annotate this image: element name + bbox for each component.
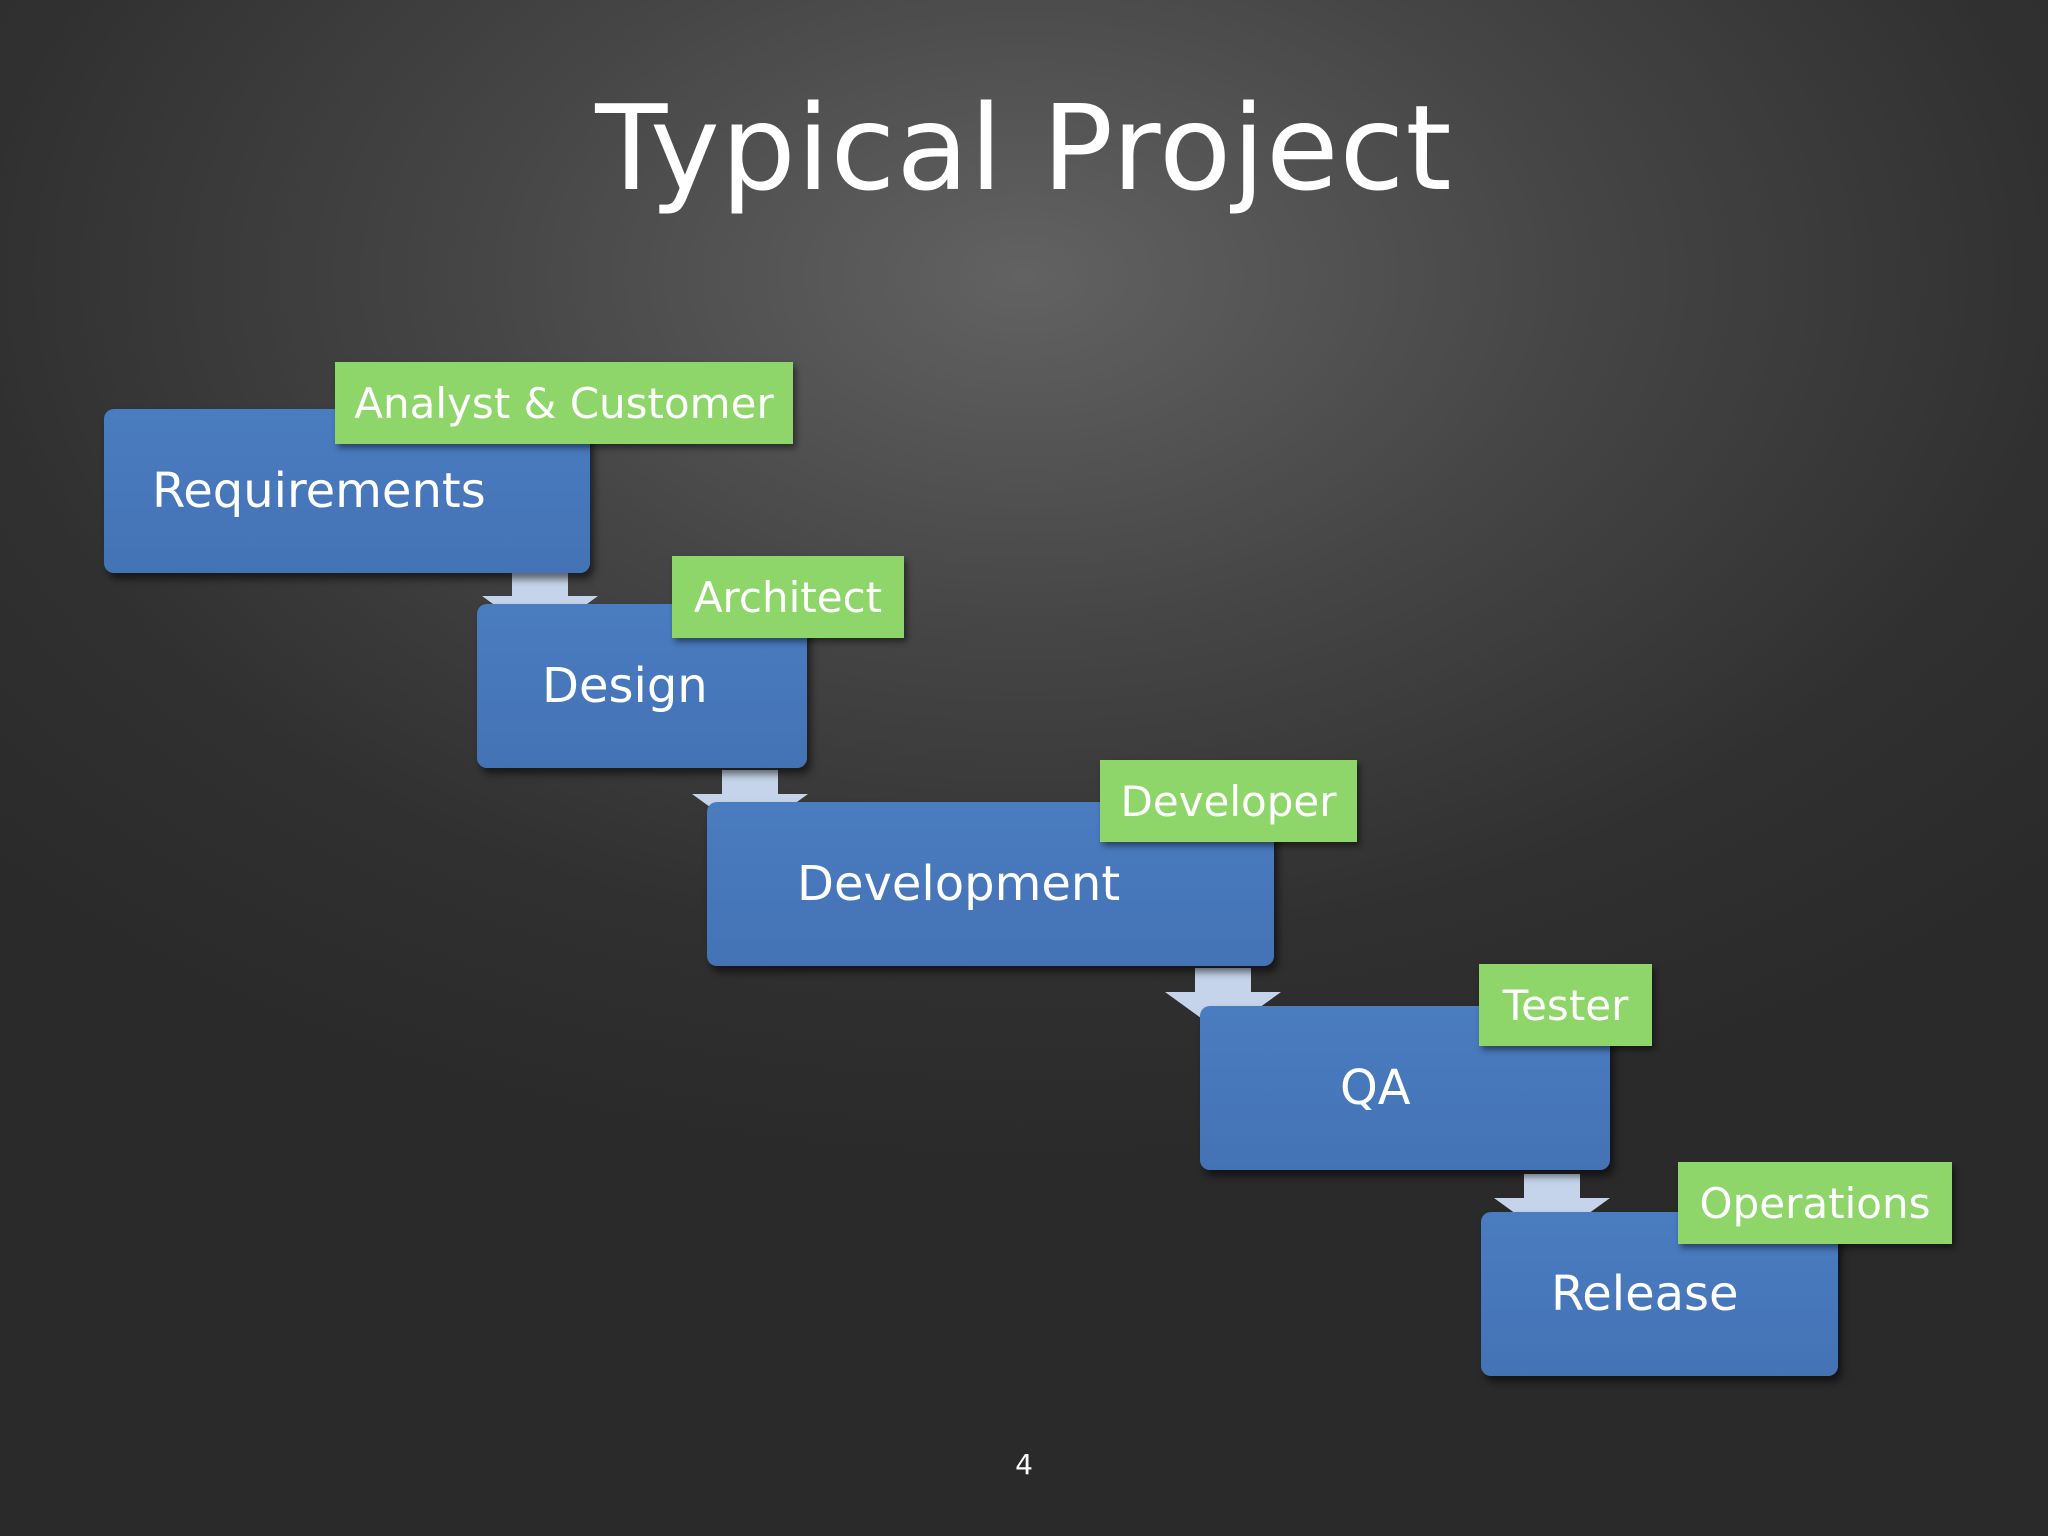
role-developer: Developer [1100, 760, 1357, 842]
page-number: 4 [1015, 1448, 1033, 1481]
role-label: Developer [1120, 776, 1337, 826]
step-design: Design [477, 604, 807, 768]
role-architect: Architect [672, 556, 904, 638]
role-label: Tester [1502, 980, 1629, 1030]
arrow-down-icon [1165, 968, 1281, 1034]
arrow-down-icon [1494, 1174, 1610, 1240]
slide-title: Typical Project [595, 79, 1453, 217]
role-analyst-customer: Analyst & Customer [335, 362, 793, 444]
step-label: QA [1340, 1060, 1411, 1116]
step-label: Development [797, 856, 1121, 912]
step-label: Design [542, 658, 708, 714]
step-label: Requirements [152, 463, 486, 519]
role-label: Analyst & Customer [354, 378, 774, 428]
role-label: Operations [1699, 1178, 1931, 1228]
role-operations: Operations [1678, 1162, 1952, 1244]
role-label: Architect [693, 572, 883, 622]
step-label: Release [1551, 1266, 1739, 1322]
role-tester: Tester [1479, 964, 1652, 1046]
